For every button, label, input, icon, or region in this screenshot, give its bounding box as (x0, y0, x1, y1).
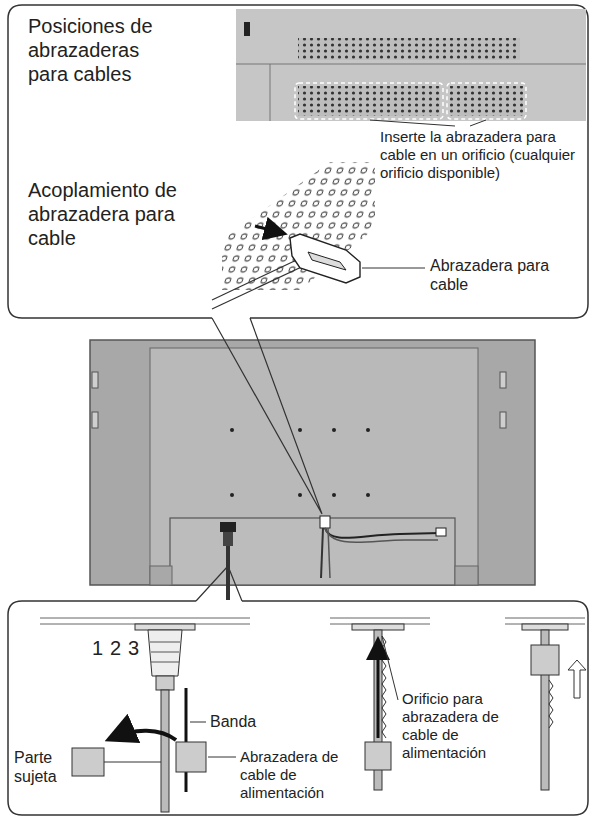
part-name: Parte sujeta (14, 748, 70, 786)
panel-heading: Posiciones de abrazaderas para cables (28, 14, 178, 86)
callout-number: 1 (92, 636, 103, 660)
part-name: Banda (210, 712, 280, 731)
callout-frame (8, 5, 588, 514)
instruction-note: Inserte la abrazadera para cable en un o… (380, 128, 580, 182)
part-name: Abrazadera para cable (430, 256, 560, 294)
panel-heading: Acoplamiento de abrazadera para cable (28, 178, 178, 250)
part-name: Abrazadera de cable de alimentación (240, 748, 358, 802)
callout-frame (8, 566, 588, 815)
callout-number: 3 (128, 636, 139, 660)
clamp-attachment (212, 162, 425, 309)
panel-detail (236, 9, 586, 126)
callout-number: 2 (110, 636, 121, 660)
power-plug-step-3 (505, 618, 586, 790)
part-name: Orificio para abrazadera de cable de ali… (402, 690, 510, 762)
monitor-rear (90, 340, 535, 600)
